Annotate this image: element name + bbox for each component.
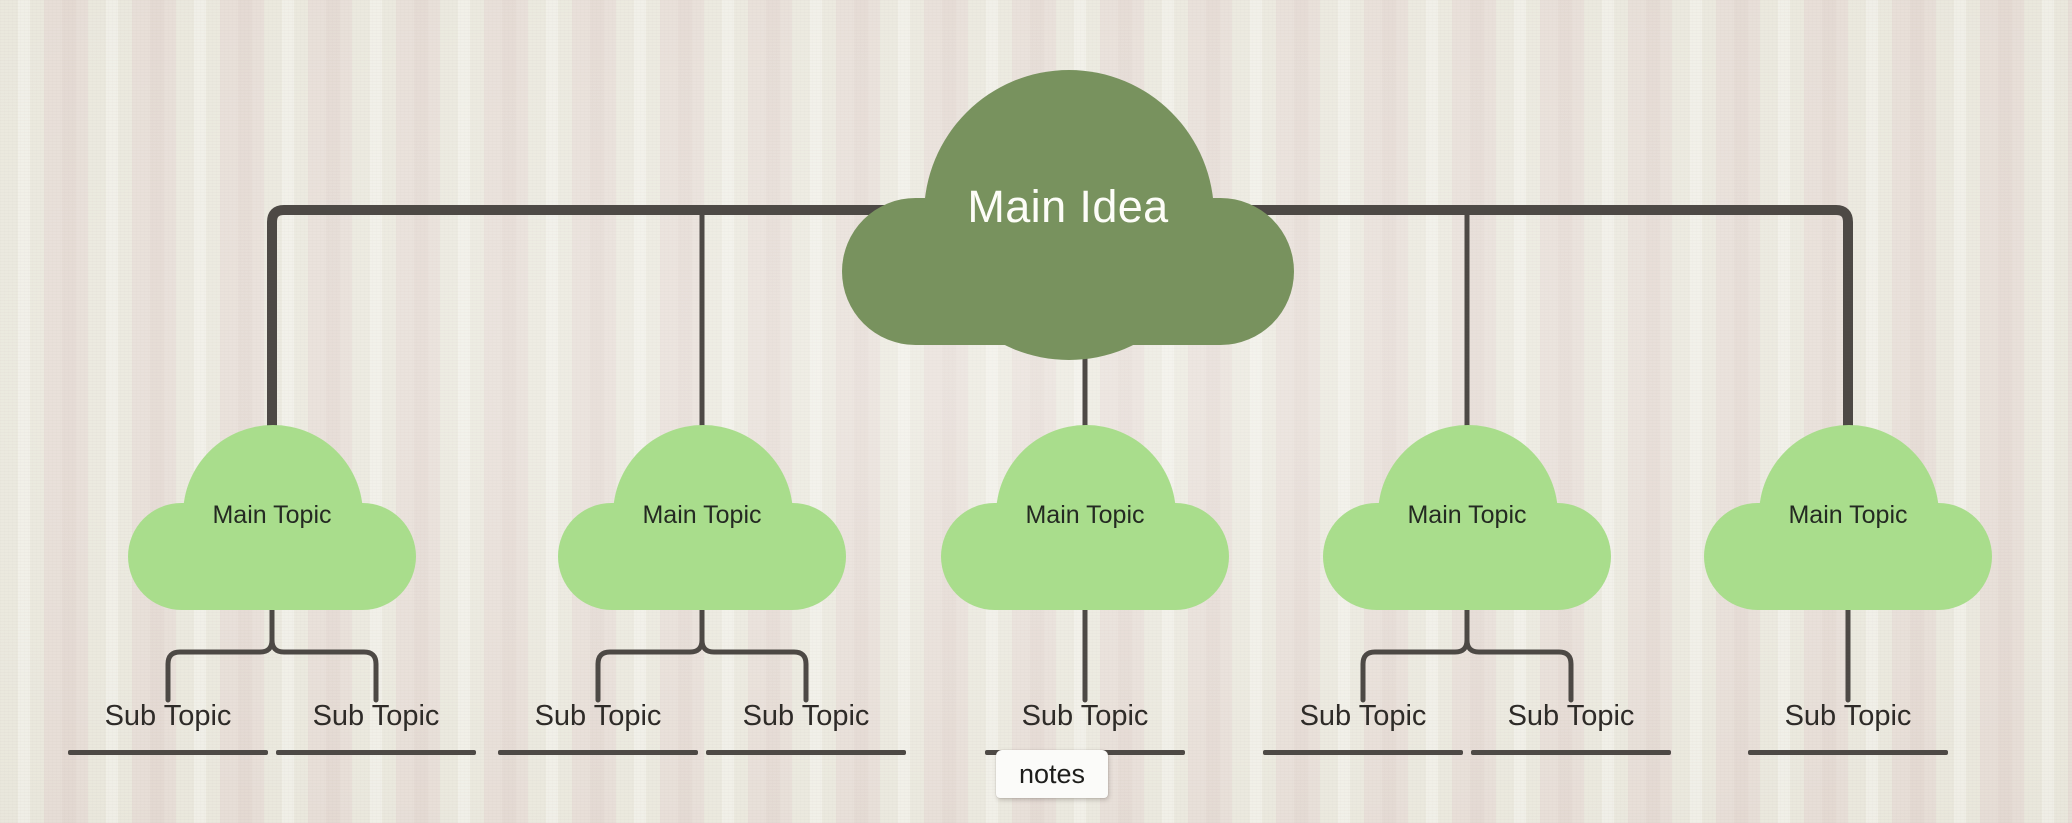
sub-topic-node-2-2[interactable]: Sub Topic [706, 695, 906, 755]
sub-topic-underline [706, 750, 906, 755]
sub-topic-label: Sub Topic [1299, 700, 1427, 732]
main-topic-cloud-base [941, 503, 1229, 610]
notes-card-label: notes [1018, 758, 1086, 789]
main-topic-node-2[interactable]: Main Topic [558, 425, 846, 610]
main-topic-node-1[interactable]: Main Topic [128, 425, 416, 610]
sub-topic-node-1-1[interactable]: Sub Topic [68, 695, 268, 755]
sub-topic-label: Sub Topic [312, 700, 440, 732]
branch-1-sub-connector [165, 601, 379, 703]
sub-topic-node-5-1[interactable]: Sub Topic [1748, 695, 1948, 755]
sub-topic-label: Sub Topic [742, 700, 870, 732]
sub-topic-node-1-2[interactable]: Sub Topic [276, 695, 476, 755]
sub-topic-underline [1471, 750, 1671, 755]
sub-topic-label: Sub Topic [1784, 700, 1912, 732]
main-topic-cloud-base [1323, 503, 1611, 610]
main-topic-cloud-base [1704, 503, 1992, 610]
sub-topic-underline [1263, 750, 1463, 755]
main-topic-cloud-base [128, 503, 416, 610]
sub-topic-node-3-1[interactable]: Sub Topic [985, 695, 1185, 755]
main-idea-cloud-base [842, 198, 1294, 345]
branch-4-sub-connector [1360, 601, 1574, 703]
sub-topic-node-4-1[interactable]: Sub Topic [1263, 695, 1463, 755]
main-idea-node[interactable]: Main Idea [842, 70, 1294, 360]
main-topic-node-5[interactable]: Main Topic [1704, 425, 1992, 610]
sub-topic-underline [498, 750, 698, 755]
sub-topic-label: Sub Topic [104, 700, 232, 732]
sub-topic-node-2-1[interactable]: Sub Topic [498, 695, 698, 755]
main-topic-node-3[interactable]: Main Topic [941, 425, 1229, 610]
main-topic-cloud-base [558, 503, 846, 610]
sub-topic-label: Sub Topic [1507, 700, 1635, 732]
sub-topic-underline [276, 750, 476, 755]
notes-card[interactable]: notes [996, 750, 1108, 798]
sub-topic-underline [1748, 750, 1948, 755]
sub-topic-node-4-2[interactable]: Sub Topic [1471, 695, 1671, 755]
branch-2-sub-connector [595, 601, 809, 703]
sub-topic-underline [68, 750, 268, 755]
sub-topic-label: Sub Topic [1021, 700, 1149, 732]
sub-topic-label: Sub Topic [534, 700, 662, 732]
main-topic-node-4[interactable]: Main Topic [1323, 425, 1611, 610]
